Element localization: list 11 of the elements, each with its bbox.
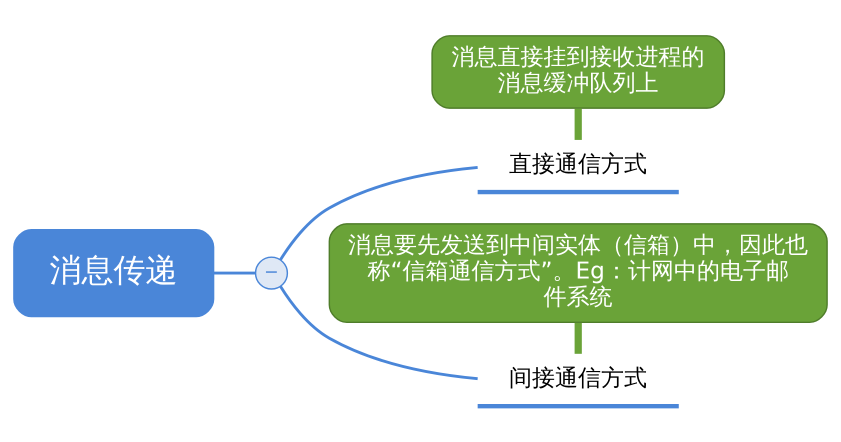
connector [574, 322, 582, 354]
node-circle: − [254, 256, 288, 290]
connector [279, 166, 478, 260]
connector [214, 272, 256, 275]
node-box: 消息要先发送到中间实体（信箱）中，因此也称“信箱通信方式”。Eg：计网中的电子邮件系统 [328, 223, 828, 324]
node-text: 间接通信方式 [509, 366, 648, 392]
node-box: 消息直接挂到接收进程的消息缓冲队列上 [431, 35, 726, 109]
connector [279, 286, 478, 380]
connector [574, 108, 582, 140]
node-text: 直接通信方式 [509, 152, 648, 178]
node-box: 消息传递 [13, 228, 214, 318]
